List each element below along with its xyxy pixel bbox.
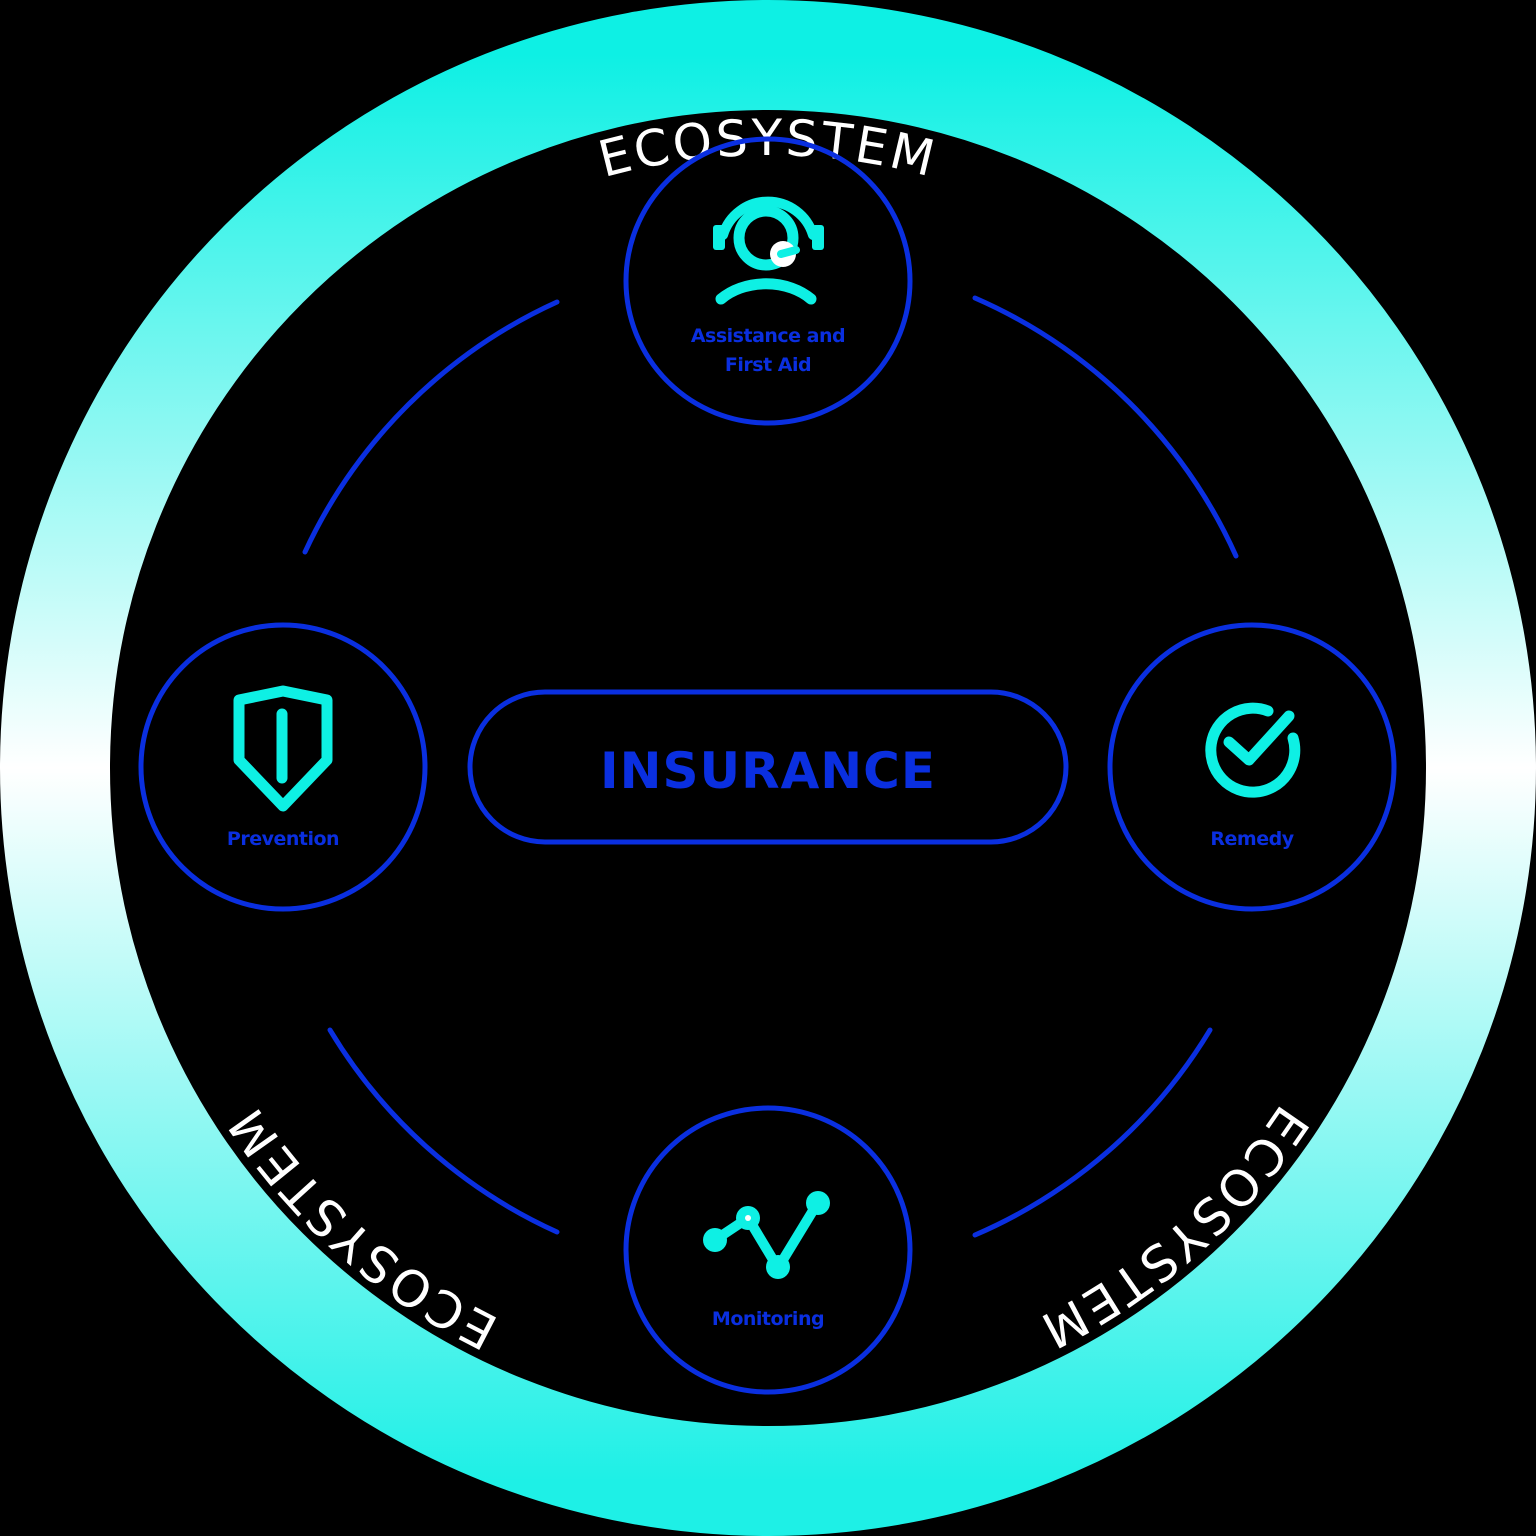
- assistance-label-line2: First Aid: [725, 354, 811, 376]
- check-circle-icon: [1205, 702, 1301, 798]
- node-assistance[interactable]: Assistance and First Aid: [623, 136, 913, 426]
- node-remedy[interactable]: Remedy: [1107, 622, 1397, 912]
- arc-monitoring-to-prevention: [327, 1027, 560, 1235]
- line-chart-icon: [703, 1191, 830, 1279]
- insurance-label: INSURANCE: [600, 742, 936, 800]
- node-prevention[interactable]: Prevention: [138, 622, 428, 912]
- arc-assistance-to-remedy: [972, 295, 1239, 559]
- monitoring-label: Monitoring: [712, 1308, 824, 1330]
- arc-remedy-to-monitoring: [972, 1027, 1213, 1238]
- remedy-label: Remedy: [1210, 828, 1294, 850]
- shield-icon: [233, 685, 333, 812]
- headset-agent-icon: [713, 196, 824, 305]
- prevention-label: Prevention: [227, 828, 339, 850]
- cycle-arcs: [302, 295, 1239, 1238]
- center-insurance-node[interactable]: INSURANCE: [467, 689, 1069, 845]
- ecosystem-label-top: ECOSYSTEM: [593, 109, 943, 189]
- node-monitoring[interactable]: Monitoring: [623, 1105, 913, 1395]
- arc-prevention-to-assistance: [302, 299, 560, 555]
- assistance-label-line1: Assistance and: [691, 325, 845, 347]
